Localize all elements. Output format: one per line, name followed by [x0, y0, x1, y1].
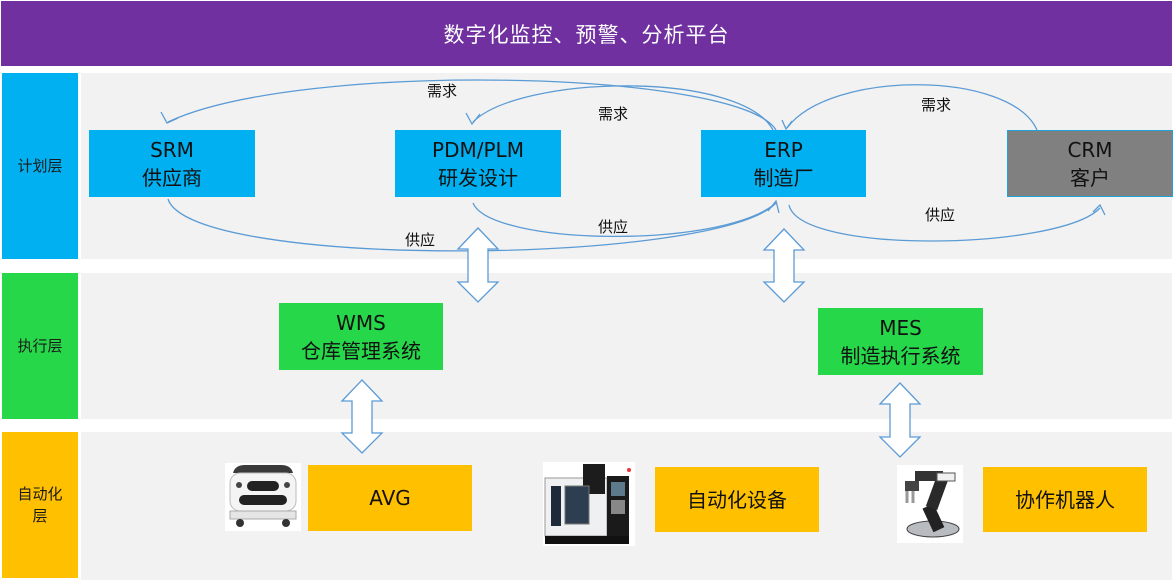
device-box-collab-robot[interactable]: 协作机器人 [983, 467, 1147, 532]
layer-label-plan-text: 计划层 [17, 157, 63, 175]
system-code: ERP [764, 137, 803, 162]
system-box-erp[interactable]: ERP 制造厂 [701, 130, 866, 197]
layer-label-auto-line2: 层 [32, 507, 48, 525]
layer-label-exec-text: 执行层 [17, 337, 63, 355]
system-name: 仓库管理系统 [301, 338, 421, 363]
agv-robot-icon [225, 463, 301, 531]
system-code: CRM [1067, 137, 1113, 162]
system-name: 研发设计 [438, 165, 518, 190]
device-label: 自动化设备 [687, 487, 787, 512]
system-name: 客户 [1070, 165, 1110, 190]
system-code: SRM [150, 137, 194, 162]
system-name: 供应商 [142, 165, 202, 190]
device-label: AVG [369, 486, 411, 510]
layer-label-exec: 执行层 [2, 273, 78, 419]
flow-label-demand-2: 需求 [598, 105, 629, 123]
system-box-wms[interactable]: WMS 仓库管理系统 [279, 303, 443, 370]
system-name: 制造厂 [753, 165, 814, 190]
platform-header: 数字化监控、预警、分析平台 [1, 1, 1172, 66]
layer-label-auto-line1: 自动化 [17, 485, 63, 503]
platform-title: 数字化监控、预警、分析平台 [443, 22, 730, 47]
device-box-automation-equipment[interactable]: 自动化设备 [655, 467, 819, 532]
flow-label-supply-2: 供应 [598, 218, 629, 236]
layer-panel-exec [81, 273, 1172, 419]
flow-label-demand-1: 需求 [427, 82, 458, 100]
system-code: MES [879, 315, 922, 340]
system-box-srm[interactable]: SRM 供应商 [89, 130, 255, 197]
layer-label-plan: 计划层 [2, 73, 78, 259]
device-label: 协作机器人 [1015, 487, 1115, 512]
system-code: PDM/PLM [432, 137, 524, 162]
flow-label-supply-3: 供应 [925, 206, 956, 224]
system-code: WMS [336, 310, 386, 335]
system-name: 制造执行系统 [840, 343, 961, 368]
layer-label-auto: 自动化 层 [2, 432, 78, 578]
robot-arm-icon [897, 465, 963, 543]
flow-label-demand-3: 需求 [921, 96, 952, 114]
device-box-agv[interactable]: AVG [308, 465, 472, 531]
system-box-mes[interactable]: MES 制造执行系统 [818, 308, 983, 375]
flow-label-supply-1: 供应 [405, 231, 436, 249]
cnc-machine-icon [543, 462, 635, 546]
system-box-pdm-plm[interactable]: PDM/PLM 研发设计 [395, 130, 561, 197]
system-box-crm[interactable]: CRM 客户 [1007, 130, 1173, 197]
